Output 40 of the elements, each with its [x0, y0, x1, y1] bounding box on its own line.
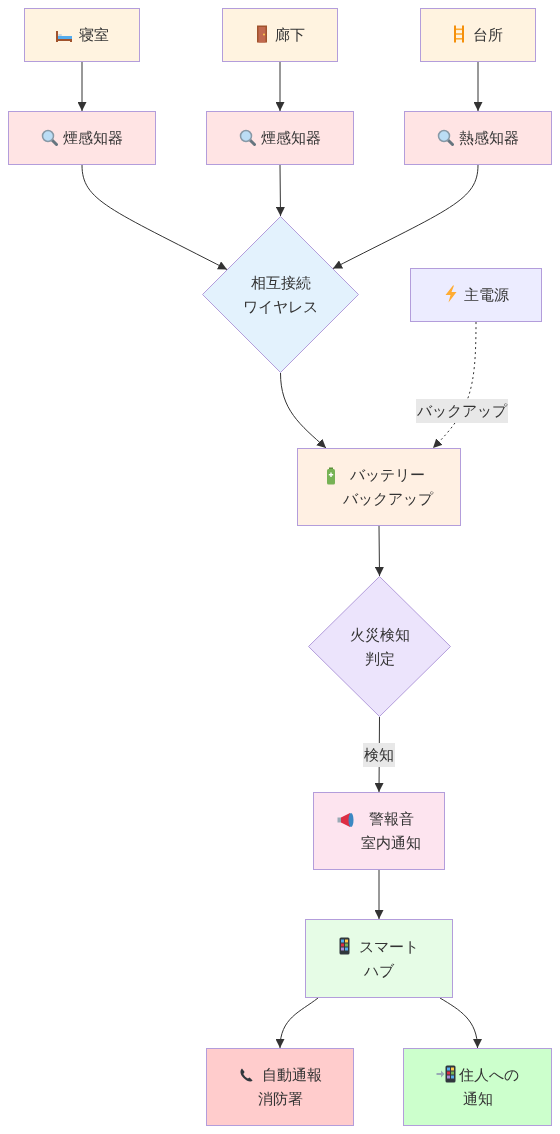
- arrow: [439, 997, 482, 1049]
- process-box: [206, 111, 354, 165]
- node-label: スマートハブ: [359, 937, 419, 980]
- node-label: 台所: [473, 26, 503, 44]
- arrow: [276, 997, 319, 1049]
- edge-label: バックアップ: [416, 399, 509, 424]
- process-box: [24, 8, 140, 62]
- arrow: [374, 869, 384, 920]
- arrow: [280, 372, 327, 449]
- node-label: 相互接続ワイヤレス: [243, 273, 318, 316]
- process-box: [206, 1048, 354, 1126]
- process-box: [8, 111, 156, 165]
- arrow: [77, 61, 87, 112]
- node-label: 主電源: [463, 286, 509, 304]
- arrow: [275, 164, 285, 217]
- arrow: [374, 525, 384, 577]
- process-box: [420, 8, 536, 62]
- node-label: 火災検知判定: [349, 625, 410, 668]
- node-label: 住人への通知: [459, 1066, 519, 1108]
- node-label: バッテリーバックアップ: [342, 465, 433, 510]
- arrow: [332, 164, 479, 269]
- edge-label: 検知: [363, 742, 396, 767]
- dashed-arrow: [432, 321, 477, 449]
- process-box: [222, 8, 338, 62]
- process-box: [404, 111, 552, 165]
- node-label: 自動通報消防署: [257, 1066, 322, 1108]
- arrow: [473, 61, 483, 112]
- process-box: [403, 1048, 552, 1126]
- node-label: 寝室: [79, 26, 109, 44]
- arrow: [275, 61, 285, 112]
- node-label: 警報音室内通知: [361, 809, 421, 854]
- process-box: [410, 268, 542, 322]
- node-label: 廊下: [274, 26, 305, 44]
- node-label: 煙感知器: [63, 129, 123, 147]
- process-box: [297, 448, 461, 526]
- arrow: [81, 164, 228, 270]
- node-label: 煙感知器: [261, 129, 321, 147]
- process-box: [305, 919, 453, 998]
- node-label: 熱感知器: [459, 129, 519, 147]
- process-box: [313, 792, 445, 870]
